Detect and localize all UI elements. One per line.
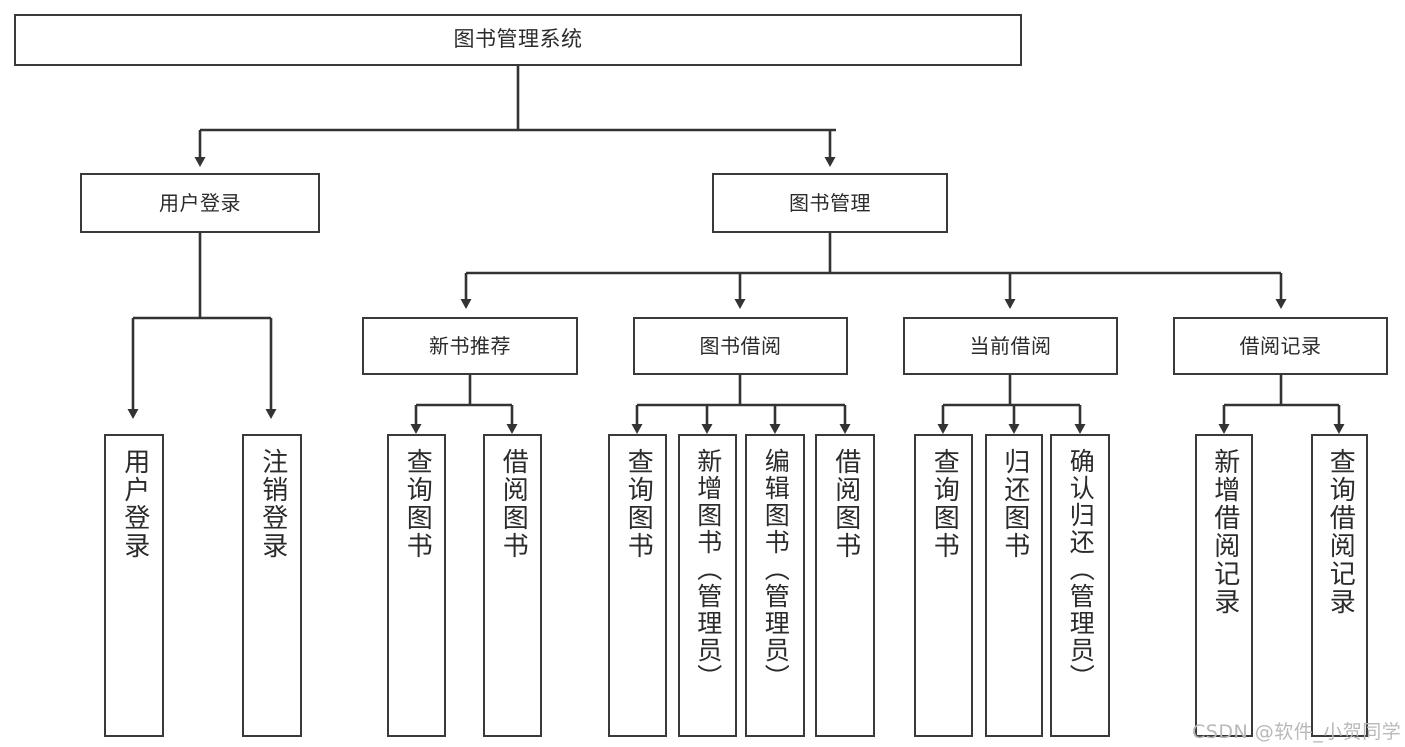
node-label: 新书推荐 (429, 333, 511, 358)
node-label: 查询图书 (929, 448, 960, 560)
node-current-borrow[interactable]: 当前借阅 (903, 317, 1118, 375)
leaf-query-book-borrow[interactable]: 查询图书 (608, 434, 667, 737)
watermark: CSDN @软件_小贺同学 (1192, 721, 1402, 743)
node-label: 借阅记录 (1239, 333, 1322, 358)
node-label: 注销登录 (257, 448, 288, 560)
node-label: 查询图书 (623, 448, 654, 560)
node-user-login[interactable]: 用户登录 (80, 173, 320, 233)
leaf-query-book-current[interactable]: 查询图书 (914, 434, 973, 737)
node-label: 图书管理系统 (453, 27, 583, 52)
leaf-confirm-return-admin[interactable]: 确认归还（管理员） (1050, 434, 1110, 737)
node-label: 确认归还（管理员） (1066, 448, 1096, 691)
leaf-query-book-recommend[interactable]: 查询图书 (387, 434, 446, 737)
node-new-book-recommend[interactable]: 新书推荐 (362, 317, 578, 375)
node-label: 图书管理 (789, 190, 871, 215)
node-label: 借阅图书 (830, 448, 861, 560)
node-label: 用户登录 (159, 190, 241, 215)
node-label: 借阅图书 (498, 448, 529, 560)
node-label: 编辑图书（管理员） (761, 448, 791, 691)
leaf-user-login[interactable]: 用户登录 (104, 434, 164, 737)
node-borrow-record[interactable]: 借阅记录 (1173, 317, 1388, 375)
node-label: 当前借阅 (969, 333, 1052, 358)
leaf-borrow-book[interactable]: 借阅图书 (815, 434, 875, 737)
node-label: 新增借阅记录 (1209, 448, 1240, 616)
leaf-add-borrow-record[interactable]: 新增借阅记录 (1195, 434, 1253, 737)
leaf-logout[interactable]: 注销登录 (242, 434, 302, 737)
node-label: 用户登录 (119, 448, 150, 560)
leaf-return-book[interactable]: 归还图书 (985, 434, 1043, 737)
leaf-edit-book-admin[interactable]: 编辑图书（管理员） (745, 434, 805, 737)
node-label: 查询借阅记录 (1325, 448, 1356, 616)
node-label: 图书借阅 (699, 333, 782, 358)
node-book-management[interactable]: 图书管理 (712, 173, 948, 233)
node-label: 归还图书 (999, 448, 1030, 560)
node-label: 新增图书（管理员） (693, 448, 723, 691)
node-root-system[interactable]: 图书管理系统 (14, 14, 1022, 66)
leaf-borrow-book-recommend[interactable]: 借阅图书 (483, 434, 542, 737)
leaf-query-borrow-record[interactable]: 查询借阅记录 (1311, 434, 1368, 737)
leaf-add-book-admin[interactable]: 新增图书（管理员） (678, 434, 737, 737)
node-label: 查询图书 (402, 448, 433, 560)
node-book-borrow[interactable]: 图书借阅 (633, 317, 848, 375)
